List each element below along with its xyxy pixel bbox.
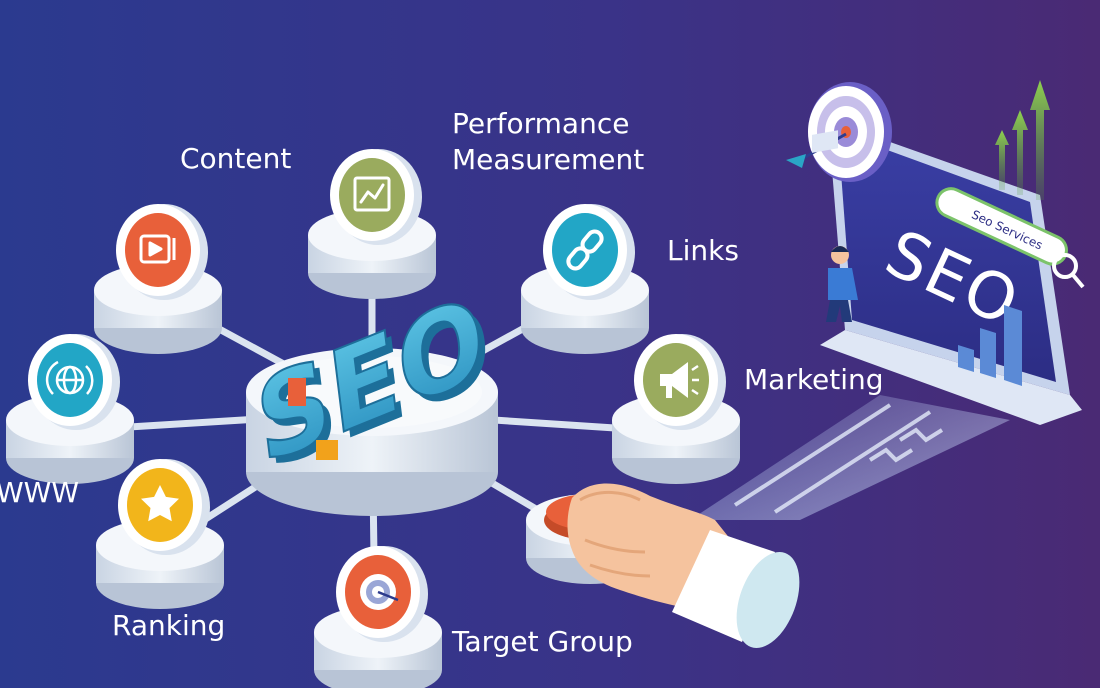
node-www	[6, 334, 134, 484]
hub-orange-block	[288, 378, 306, 406]
label-marketing: Marketing	[744, 363, 884, 396]
dartboard	[808, 82, 892, 182]
megaphone-icon	[660, 362, 699, 398]
label-performance-line1: Performance	[452, 107, 629, 140]
target-icon	[360, 574, 399, 610]
chart-icon	[353, 176, 391, 212]
node-links	[521, 204, 649, 354]
screen-bar-chart	[958, 305, 1022, 386]
star-icon	[141, 485, 179, 522]
person-with-laptop	[812, 130, 858, 322]
node-content	[94, 204, 222, 354]
hand-pressing-button	[567, 483, 800, 648]
light-beam	[690, 395, 1010, 520]
video-play-icon	[139, 234, 176, 264]
growth-arrows	[995, 80, 1050, 200]
label-links: Links	[667, 234, 739, 267]
node-target-group	[314, 546, 442, 688]
label-performance-line2: Measurement	[452, 143, 644, 176]
chain-link-icon	[566, 229, 604, 271]
label-ranking: Ranking	[112, 609, 225, 642]
magnifier-icon	[1052, 253, 1085, 289]
label-content: Content	[180, 142, 291, 175]
node-ranking	[96, 459, 224, 609]
globe-icon	[45, 360, 94, 395]
label-target-group: Target Group	[451, 625, 633, 658]
label-www: WWW	[0, 476, 79, 509]
sleeve-opening	[736, 552, 800, 648]
hub-yellow-block	[316, 440, 338, 460]
node-marketing	[612, 334, 740, 484]
seo-monitor: Seo Services SEO	[820, 80, 1085, 425]
node-performance	[308, 149, 436, 299]
